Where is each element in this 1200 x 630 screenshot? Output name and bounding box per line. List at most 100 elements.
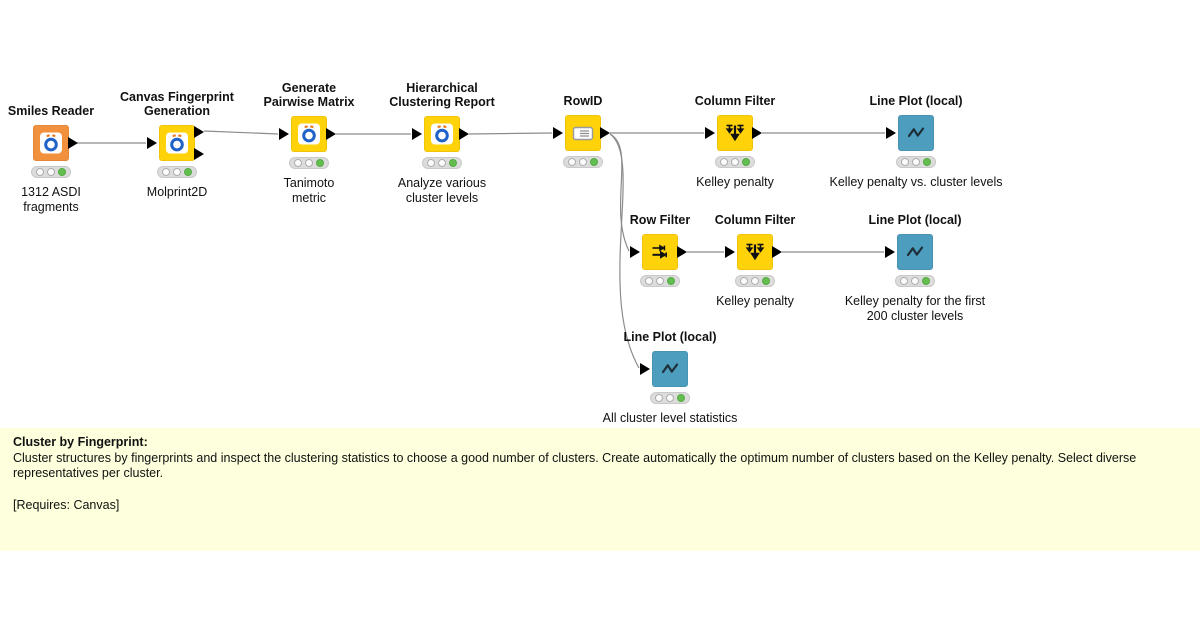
status-dot-yellow xyxy=(47,168,55,176)
node-title: Line Plot (local) xyxy=(623,330,717,345)
node-title: Canvas Fingerprint Generation xyxy=(120,89,234,119)
node-body[interactable] xyxy=(553,115,610,151)
line-chart-icon xyxy=(906,246,924,257)
output-port-2[interactable] xyxy=(194,148,204,160)
output-port[interactable] xyxy=(677,246,687,258)
node-hierarchical-clustering-report[interactable]: Hierarchical Clustering Report Analyze v… xyxy=(389,81,495,206)
node-line-plot-3[interactable]: Line Plot (local) All cluster level stat… xyxy=(603,330,738,425)
node-title: Column Filter xyxy=(694,94,776,109)
node-line-plot-1[interactable]: Line Plot (local) Kelley penalty vs. clu… xyxy=(830,94,1003,189)
status-dot-green xyxy=(590,158,598,166)
status-dot-red xyxy=(294,159,302,167)
node-caption: Kelley penalty xyxy=(716,294,794,308)
output-port[interactable] xyxy=(752,127,762,139)
input-port[interactable] xyxy=(279,128,289,140)
status-dot-red xyxy=(720,158,728,166)
node-body[interactable] xyxy=(885,234,933,270)
node-caption: Analyze various cluster levels xyxy=(397,176,487,206)
node-caption: Kelley penalty for the first 200 cluster… xyxy=(844,294,986,324)
connection-clustering-to-rowid[interactable] xyxy=(468,132,553,135)
input-port[interactable] xyxy=(147,137,157,149)
column-filter-icon xyxy=(725,124,745,142)
status-dot-yellow xyxy=(912,158,920,166)
output-port[interactable] xyxy=(772,246,782,258)
node-title: Generate Pairwise Matrix xyxy=(263,80,355,110)
output-port[interactable] xyxy=(326,128,336,140)
status-dot-green xyxy=(762,277,770,285)
output-port-1[interactable] xyxy=(194,126,204,138)
node-body[interactable] xyxy=(279,116,336,152)
node-title: Line Plot (local) xyxy=(869,94,963,109)
status-dot-yellow xyxy=(751,277,759,285)
node-column-filter-2[interactable]: Column Filter Kelley penalty xyxy=(715,213,796,308)
node-body[interactable] xyxy=(725,234,782,270)
node-body[interactable] xyxy=(640,351,688,387)
input-port[interactable] xyxy=(886,127,896,139)
node-column-filter-1[interactable]: Column Filter Kelley penalty xyxy=(695,94,776,189)
node-rowid[interactable]: RowID xyxy=(553,94,610,168)
status-dot-red xyxy=(740,277,748,285)
input-port[interactable] xyxy=(725,246,735,258)
connection-rowid-to-rowfilter[interactable] xyxy=(609,133,630,252)
node-line-plot-2[interactable]: Line Plot (local) Kelley penalty for the… xyxy=(845,213,985,323)
status-traffic-light xyxy=(735,275,775,287)
status-traffic-light xyxy=(650,392,690,404)
molecule-ring-icon xyxy=(298,123,320,145)
node-smiles-reader[interactable]: Smiles Reader 1312 ASDI fragments xyxy=(8,104,94,214)
node-body[interactable] xyxy=(705,115,762,151)
status-dot-red xyxy=(645,277,653,285)
node-caption: All cluster level statistics xyxy=(602,411,738,425)
status-traffic-light xyxy=(640,275,680,287)
node-canvas-fingerprint-generation[interactable]: Canvas Fingerprint Generation Molprint2D xyxy=(120,90,234,200)
status-dot-yellow xyxy=(305,159,313,167)
input-port[interactable] xyxy=(412,128,422,140)
node-title: Line Plot (local) xyxy=(868,213,962,228)
input-port[interactable] xyxy=(553,127,563,139)
node-caption: Tanimoto metric xyxy=(283,176,335,206)
node-body[interactable] xyxy=(412,116,469,152)
node-generate-pairwise-matrix[interactable]: Generate Pairwise Matrix Tanimoto metric xyxy=(263,81,354,206)
status-dot-green xyxy=(923,158,931,166)
node-body[interactable] xyxy=(630,234,687,270)
annotation-body: Cluster structures by fingerprints and i… xyxy=(13,450,1137,481)
node-body[interactable] xyxy=(33,125,78,161)
molecule-ring-icon xyxy=(431,123,453,145)
status-traffic-light xyxy=(563,156,603,168)
status-dot-green xyxy=(742,158,750,166)
connection-fingerprint-to-pairwise[interactable] xyxy=(203,130,279,135)
input-port[interactable] xyxy=(705,127,715,139)
line-chart-icon xyxy=(907,127,925,138)
connection-rowid-to-lineplot3[interactable] xyxy=(609,133,640,369)
output-port[interactable] xyxy=(600,127,610,139)
input-port[interactable] xyxy=(885,246,895,258)
status-dot-yellow xyxy=(731,158,739,166)
input-port[interactable] xyxy=(640,363,650,375)
status-traffic-light xyxy=(422,157,462,169)
node-row-filter[interactable]: Row Filter xyxy=(630,213,690,287)
output-port[interactable] xyxy=(68,137,78,149)
status-traffic-light xyxy=(895,275,935,287)
status-traffic-light xyxy=(31,166,71,178)
workflow-annotation[interactable]: Cluster by Fingerprint: Cluster structur… xyxy=(0,428,1200,551)
input-port[interactable] xyxy=(630,246,640,258)
column-filter-icon xyxy=(745,243,765,261)
status-dot-red xyxy=(900,277,908,285)
status-traffic-light xyxy=(289,157,329,169)
node-body[interactable] xyxy=(147,125,204,161)
node-body[interactable] xyxy=(886,115,934,151)
status-dot-red xyxy=(427,159,435,167)
output-port[interactable] xyxy=(459,128,469,140)
annotation-requires: [Requires: Canvas] xyxy=(13,497,120,512)
node-title: Smiles Reader xyxy=(7,104,95,119)
node-caption: Kelley penalty vs. cluster levels xyxy=(829,175,1003,189)
status-dot-yellow xyxy=(173,168,181,176)
node-title: Row Filter xyxy=(629,213,691,228)
status-dot-green xyxy=(922,277,930,285)
status-dot-green xyxy=(58,168,66,176)
status-dot-red xyxy=(568,158,576,166)
node-caption: Molprint2D xyxy=(146,185,208,199)
status-traffic-light xyxy=(157,166,197,178)
status-dot-yellow xyxy=(579,158,587,166)
status-dot-yellow xyxy=(911,277,919,285)
